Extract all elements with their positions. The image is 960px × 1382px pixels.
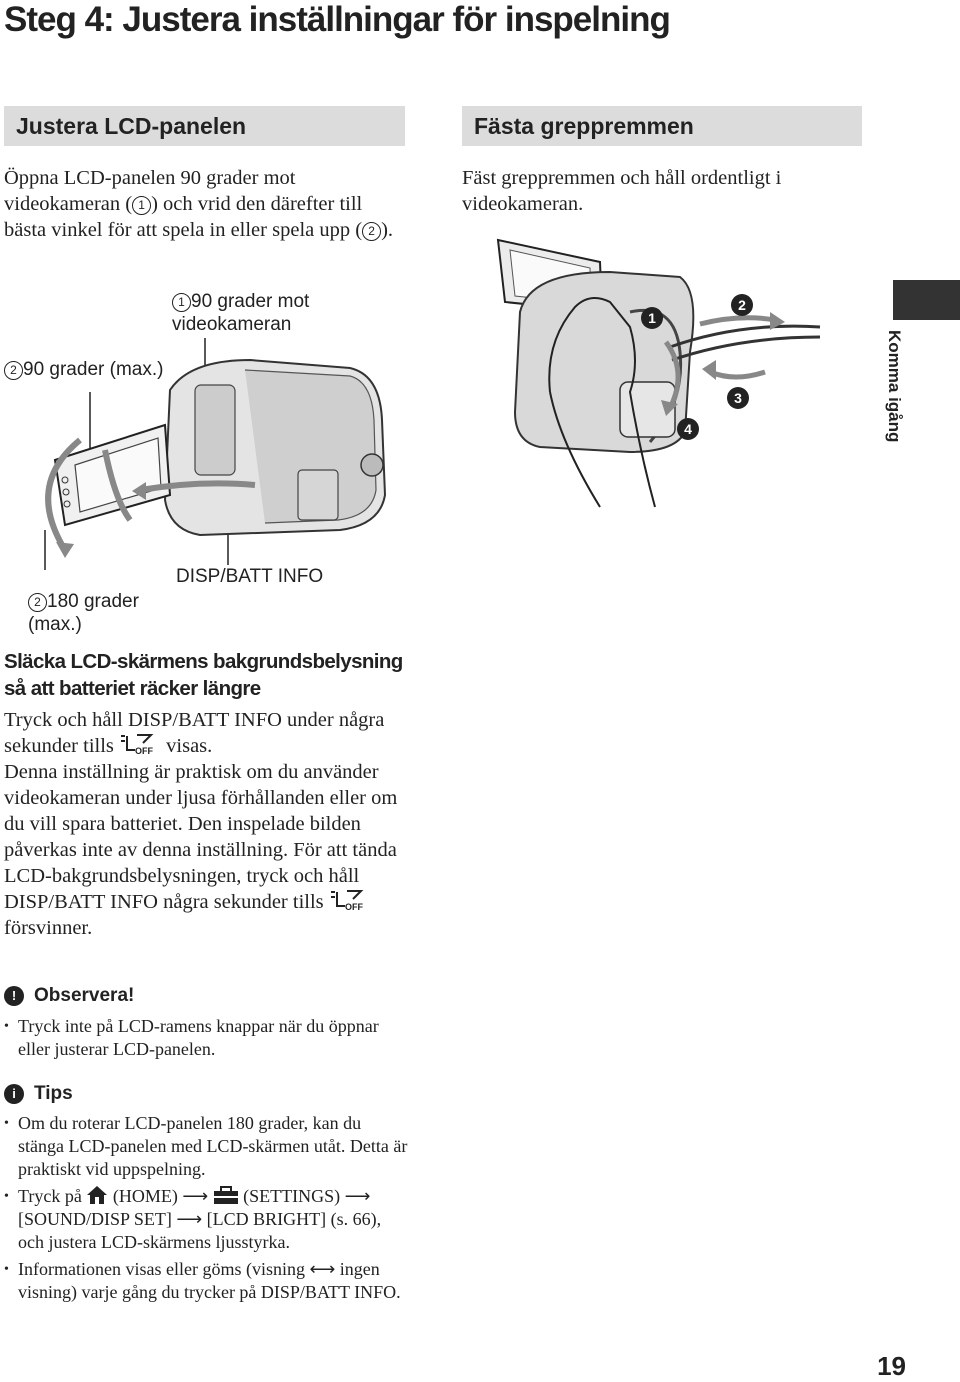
camcorder-lcd-illustration xyxy=(44,338,387,570)
backlight-heading: Släcka LCD-skärmens bakgrundsbelysning s… xyxy=(4,650,403,700)
lcd-intro-part-3: ). xyxy=(381,219,394,241)
grip-belt-illustration xyxy=(496,238,821,508)
tips-icon: i xyxy=(4,1084,24,1104)
side-tab-marker xyxy=(893,280,960,320)
grip-section-heading: Fästa greppremmen xyxy=(462,106,862,146)
side-tab-label: Komma igång xyxy=(885,330,904,443)
tips-item-2: Tryck på (HOME) ⟶ (SETTINGS) ⟶ [SOUND/DI… xyxy=(4,1185,409,1254)
grip-text: Fäst greppremmen och håll ordentligt i v… xyxy=(462,167,782,215)
callout-disp-batt-info: DISP/BATT INFO xyxy=(176,566,324,587)
tips-list: Om du roterar LCD-panelen 180 grader, ka… xyxy=(4,1112,409,1308)
callout-marker-2a: 2 xyxy=(4,361,23,380)
lcd-intro-part-2: ) och vrid den därefter till bästa vinke… xyxy=(4,193,363,241)
backlight-off-icon-2: OFF xyxy=(330,890,363,911)
svg-text:OFF: OFF xyxy=(345,902,363,911)
backlight-paragraph-1: Tryck och håll DISP/BATT INFO under någr… xyxy=(4,709,385,757)
callout-marker-2b: 2 xyxy=(28,593,47,612)
observera-item: Tryck inte på LCD-ramens knappar när du … xyxy=(4,1015,404,1061)
arrow-right-icon-3: ⟶ xyxy=(176,1209,203,1229)
backlight-body: Tryck och håll DISP/BATT INFO under någr… xyxy=(4,707,409,941)
lcd-intro-part-1: Öppna LCD-panelen 90 grader mot videokam… xyxy=(4,167,296,215)
grip-marker-3: 3 xyxy=(727,387,749,409)
observera-heading: ! Observera! xyxy=(4,985,134,1007)
arrow-right-icon: ⟶ xyxy=(182,1186,209,1206)
settings-toolbox-icon xyxy=(213,1186,238,1204)
arrow-right-icon-2: ⟶ xyxy=(344,1186,371,1206)
caution-icon: ! xyxy=(4,986,24,1006)
marker-1: 1 xyxy=(132,196,152,215)
page-number: 19 xyxy=(877,1351,906,1381)
marker-2: 2 xyxy=(362,222,382,241)
lcd-section-heading: Justera LCD-panelen xyxy=(4,106,405,146)
svg-text:OFF: OFF xyxy=(135,746,153,755)
grip-marker-1: 1 xyxy=(641,307,663,329)
backlight-off-icon: OFF xyxy=(121,734,154,755)
tips-item-3: Informationen visas eller göms (visning … xyxy=(4,1258,409,1304)
observera-list: Tryck inte på LCD-ramens knappar när du … xyxy=(4,1015,404,1065)
tips-item-1: Om du roterar LCD-panelen 180 grader, ka… xyxy=(4,1112,409,1181)
double-arrow-icon: ⟷ xyxy=(309,1259,336,1279)
tips-heading: i Tips xyxy=(4,1083,73,1105)
page-title: Steg 4: Justera inställningar för inspel… xyxy=(4,0,671,39)
grip-marker-2: 2 xyxy=(731,294,753,316)
grip-marker-4: 4 xyxy=(677,418,699,440)
lcd-intro-text: Öppna LCD-panelen 90 grader mot videokam… xyxy=(4,165,404,243)
backlight-paragraph-2: Denna inställning är praktisk om du anvä… xyxy=(4,761,398,939)
home-icon xyxy=(87,1186,108,1204)
callout-marker-1: 1 xyxy=(172,293,191,312)
